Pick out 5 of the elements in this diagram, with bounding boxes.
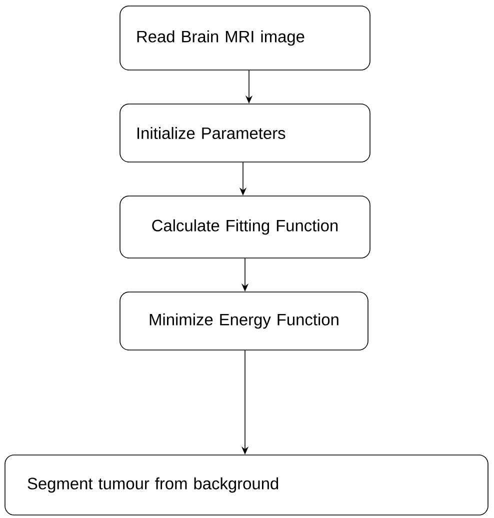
process-box: Calculate Fitting Function — [120, 196, 370, 258]
process-box: Minimize Energy Function — [120, 292, 368, 350]
process-box: Read Brain MRI image — [120, 6, 370, 70]
process-box: Initialize Parameters — [120, 104, 370, 162]
process-box: Segment tumour from background — [4, 454, 488, 516]
